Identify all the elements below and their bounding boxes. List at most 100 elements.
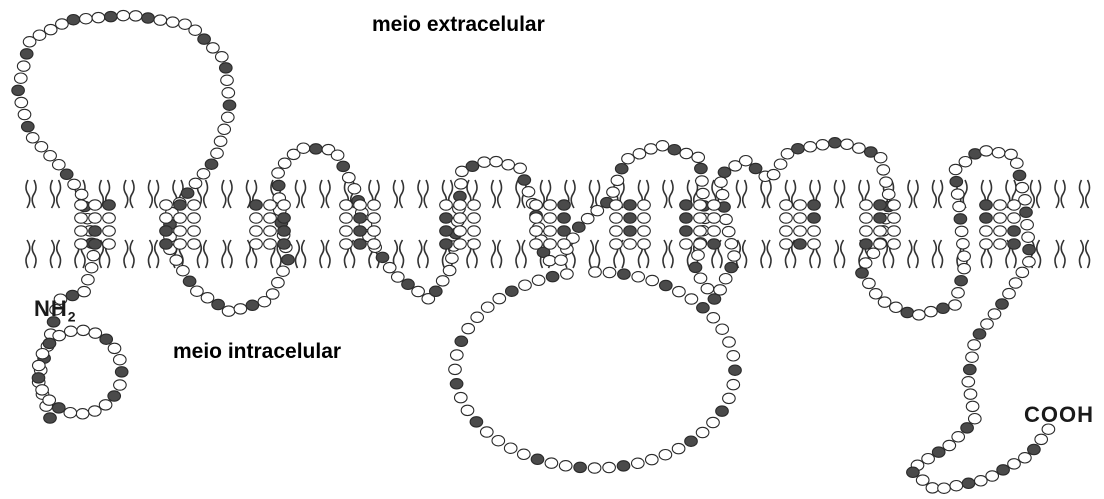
- amino-acid-residue: [468, 213, 481, 223]
- amino-acid-residue: [672, 443, 685, 453]
- lipid-tail: [663, 240, 673, 268]
- amino-acid-residue: [692, 152, 705, 162]
- amino-acid-residue: [774, 159, 787, 169]
- amino-acid-residue: [951, 189, 964, 199]
- amino-acid-residue: [170, 255, 183, 265]
- amino-acid-residue: [913, 310, 926, 320]
- amino-acid-residue: [749, 163, 762, 173]
- amino-acid-residue: [638, 239, 651, 249]
- amino-acid-residue: [412, 286, 425, 296]
- amino-acid-residue: [103, 239, 116, 249]
- amino-acid-residue: [343, 172, 356, 182]
- amino-acid-residue: [85, 263, 98, 273]
- amino-acid-residue: [938, 483, 951, 493]
- amino-acid-residue: [950, 481, 963, 491]
- lipid-tail: [835, 180, 845, 208]
- amino-acid-residue: [60, 169, 73, 179]
- amino-acid-residue: [502, 160, 515, 170]
- amino-acid-residue: [558, 239, 571, 249]
- amino-acid-residue: [188, 200, 201, 210]
- amino-acid-residue: [624, 239, 637, 249]
- amino-acid-residue: [546, 271, 559, 281]
- extracellular-label: meio extracelular: [372, 13, 545, 37]
- amino-acid-residue: [856, 268, 869, 278]
- amino-acid-residue: [436, 276, 449, 286]
- amino-acid-residue: [573, 222, 586, 232]
- amino-acid-residue: [492, 436, 505, 446]
- amino-acid-residue: [220, 63, 233, 73]
- amino-acid-residue: [532, 275, 545, 285]
- amino-acid-residue: [174, 200, 187, 210]
- lipid-tail: [761, 240, 771, 268]
- amino-acid-residue: [53, 330, 66, 340]
- amino-acid-residue: [994, 226, 1007, 236]
- amino-acid-residue: [443, 265, 456, 275]
- amino-acid-residue: [454, 226, 467, 236]
- amino-acid-residue: [160, 226, 173, 236]
- amino-acid-residue: [450, 379, 463, 389]
- amino-acid-residue: [589, 267, 602, 277]
- amino-acid-residue: [1008, 239, 1021, 249]
- amino-acid-residue: [555, 255, 568, 265]
- amino-acid-residue: [962, 478, 975, 488]
- amino-acid-residue: [607, 187, 620, 197]
- lipid-tail: [1080, 180, 1090, 208]
- amino-acid-residue: [610, 226, 623, 236]
- amino-acid-residue: [716, 189, 729, 199]
- amino-acid-residue: [468, 239, 481, 249]
- amino-acid-residue: [14, 73, 27, 83]
- amino-acid-residue: [697, 303, 710, 313]
- amino-acid-residue: [277, 266, 290, 276]
- lipid-tail: [296, 180, 306, 208]
- amino-acid-residue: [964, 364, 977, 374]
- n-terminus-main: NH: [34, 296, 68, 321]
- amino-acid-residue: [166, 17, 179, 27]
- lipid-tail: [908, 240, 918, 268]
- amino-acid-residue: [205, 159, 218, 169]
- amino-acid-residue: [870, 289, 883, 299]
- amino-acid-residue: [99, 400, 112, 410]
- amino-acid-residue: [680, 200, 693, 210]
- amino-acid-residue: [558, 200, 571, 210]
- amino-acid-residue: [174, 213, 187, 223]
- amino-acid-residue: [794, 226, 807, 236]
- amino-acid-residue: [958, 251, 971, 261]
- amino-acid-residue: [337, 161, 350, 171]
- amino-acid-residue: [926, 483, 939, 493]
- amino-acid-residue: [794, 213, 807, 223]
- lipid-tail: [51, 240, 61, 268]
- amino-acid-residue: [544, 213, 557, 223]
- amino-acid-residue: [853, 143, 866, 153]
- amino-acid-residue: [780, 239, 793, 249]
- amino-acid-residue: [174, 239, 187, 249]
- amino-acid-residue: [660, 280, 673, 290]
- amino-acid-residue: [694, 226, 707, 236]
- amino-acid-residue: [952, 432, 965, 442]
- amino-acid-residue: [65, 326, 78, 336]
- amino-acid-residue: [89, 200, 102, 210]
- amino-acid-residue: [468, 226, 481, 236]
- amino-acid-residue: [719, 274, 732, 284]
- amino-acid-residue: [514, 163, 527, 173]
- amino-acid-residue: [955, 276, 968, 286]
- amino-acid-residue: [888, 213, 901, 223]
- amino-acid-residue: [33, 360, 46, 370]
- lipid-tail: [149, 180, 159, 208]
- lipid-tail: [761, 180, 771, 208]
- intracellular-label: meio intracelular: [173, 340, 341, 364]
- amino-acid-residue: [77, 325, 90, 335]
- amino-acid-residue: [466, 161, 479, 171]
- amino-acid-residue: [56, 19, 69, 29]
- amino-acid-residue: [680, 226, 693, 236]
- amino-acid-residue: [222, 88, 235, 98]
- amino-acid-residue: [696, 176, 709, 186]
- amino-acid-residue: [949, 300, 962, 310]
- amino-acid-residue: [440, 200, 453, 210]
- amino-acid-residue: [264, 239, 277, 249]
- amino-acid-residue: [646, 454, 659, 464]
- amino-acid-residue: [610, 239, 623, 249]
- amino-acid-residue: [402, 279, 415, 289]
- amino-acid-residue: [767, 169, 780, 179]
- amino-acid-residue: [250, 213, 263, 223]
